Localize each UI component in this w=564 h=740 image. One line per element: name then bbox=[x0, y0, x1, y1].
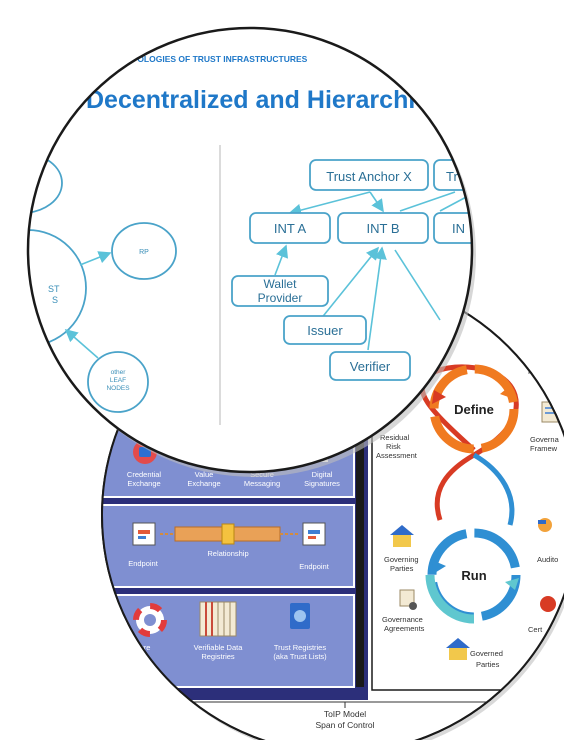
left-endpoint-label: Endpoint bbox=[128, 559, 159, 568]
footer-line1: ToIP Model bbox=[324, 709, 366, 719]
wallet-provider-node bbox=[231, 275, 329, 307]
governed-parties-icon bbox=[446, 638, 470, 660]
agreements-line2: Agreements bbox=[384, 624, 425, 633]
agreements-line1: Governance bbox=[382, 615, 423, 624]
registry-icon bbox=[290, 603, 310, 629]
relationship-label: Relationship bbox=[207, 549, 248, 558]
int-a-node bbox=[249, 212, 331, 244]
auditors-label: Audito bbox=[537, 555, 558, 564]
central-node-text2: S bbox=[52, 295, 58, 305]
relationship-pipe bbox=[160, 523, 298, 545]
rp-node bbox=[111, 222, 177, 280]
leaf-label-2: LEAF bbox=[110, 377, 126, 384]
row1-label-2b: Exchange bbox=[187, 479, 220, 488]
governing-parties-icon bbox=[390, 525, 414, 547]
row3-label-2a: Verifiable Data bbox=[194, 643, 244, 652]
trust-anchor-2-label: Tr bbox=[446, 169, 458, 184]
edge-center-rp bbox=[79, 251, 112, 266]
row1-label-4a: Digital bbox=[312, 470, 333, 479]
run-label: Run bbox=[461, 568, 486, 583]
framework-line1: Governa bbox=[530, 435, 560, 444]
endpoint-left-icon bbox=[132, 522, 156, 546]
edge-verifier-intb bbox=[367, 246, 387, 351]
row3-label-3a: Trust Registries bbox=[274, 643, 326, 652]
governed-line1: Governed bbox=[470, 649, 503, 658]
verifier-label: Verifier bbox=[350, 359, 391, 374]
row1-label-1b: Exchange bbox=[127, 479, 160, 488]
database-icon bbox=[199, 601, 237, 637]
topologies-header: TOPOLOGIES OF TRUST INFRASTRUCTURES bbox=[120, 54, 308, 64]
agreements-icon bbox=[399, 589, 417, 610]
central-trust-node bbox=[28, 229, 87, 347]
issuer-label: Issuer bbox=[307, 323, 343, 338]
lifebuoy-icon bbox=[133, 603, 167, 637]
edge-wallet-inta bbox=[274, 244, 289, 276]
trust-anchor-x-label: Trust Anchor X bbox=[326, 169, 412, 184]
row1-label-1a: Credential bbox=[127, 470, 162, 479]
wallet-line1: Wallet bbox=[264, 277, 298, 291]
right-endpoint-label: Endpoint bbox=[299, 562, 330, 571]
certifiers-label: Cert bbox=[528, 625, 543, 634]
edge-ta-intb bbox=[369, 191, 384, 213]
int-a-label: INT A bbox=[274, 221, 307, 236]
int-c-node bbox=[433, 212, 472, 244]
top-circle-border bbox=[26, 26, 474, 474]
stack-row-trust-spanning bbox=[102, 504, 355, 588]
endpoint-right-icon bbox=[302, 522, 326, 546]
auditors-icon bbox=[538, 518, 552, 532]
int-b-label: INT B bbox=[367, 221, 400, 236]
rp-label: RP bbox=[139, 249, 149, 256]
trust-anchor-x-node bbox=[309, 159, 429, 191]
verifier-node bbox=[329, 351, 411, 381]
row3-label-2b: Registries bbox=[201, 652, 235, 661]
governing-line2: Parties bbox=[390, 564, 414, 573]
footer-line2: Span of Control bbox=[315, 720, 374, 730]
upper-node bbox=[28, 152, 63, 214]
row1-label-4b: Signatures bbox=[304, 479, 340, 488]
hierarchical-tree: Trust Anchor X Tr INT A INT B IN Wallet … bbox=[231, 159, 472, 381]
int-c-label: IN bbox=[452, 221, 465, 236]
wallet-line2: Provider bbox=[258, 291, 303, 305]
top-circle: TOPOLOGIES OF TRUST INFRASTRUCTURES Dece… bbox=[26, 26, 476, 477]
row3-label-1: ure bbox=[140, 643, 151, 652]
residual-line1: Residual bbox=[380, 433, 410, 442]
edge-ta2-intb bbox=[399, 191, 456, 212]
leaf-label-3: NODES bbox=[106, 385, 130, 392]
governed-line2: Parties bbox=[476, 660, 500, 669]
define-label: Define bbox=[454, 402, 494, 417]
int-b-node bbox=[337, 212, 429, 244]
row3-label-3b: (aka Trust Lists) bbox=[273, 652, 327, 661]
central-node-text: ST bbox=[48, 284, 60, 294]
governance-cycle: Define Run bbox=[419, 364, 521, 624]
row1-label-2a: Value bbox=[195, 470, 214, 479]
decentralized-graph: ST S RP other LEAF NODES bbox=[28, 152, 177, 413]
edge-other-intb bbox=[394, 249, 441, 321]
residual-line3: Assessment bbox=[376, 451, 418, 460]
issuer-node bbox=[283, 315, 367, 345]
certifiers-icon bbox=[540, 596, 556, 612]
define-ring bbox=[429, 364, 519, 454]
edge-issuer-intb bbox=[319, 246, 380, 321]
leaf-label-1: other bbox=[111, 369, 127, 376]
leaf-node bbox=[87, 351, 149, 413]
governing-line1: Governing bbox=[384, 555, 419, 564]
stack-divider bbox=[356, 415, 364, 687]
slide-title: Decentralized and Hierarchi bbox=[86, 86, 415, 114]
residual-line2: Risk bbox=[386, 442, 401, 451]
framework-line2: Framew bbox=[530, 444, 558, 453]
edge-leaf-center bbox=[64, 328, 99, 359]
row1-label-3b: Messaging bbox=[244, 479, 280, 488]
edge-ta-inta bbox=[288, 191, 371, 217]
run-ring bbox=[427, 528, 521, 622]
